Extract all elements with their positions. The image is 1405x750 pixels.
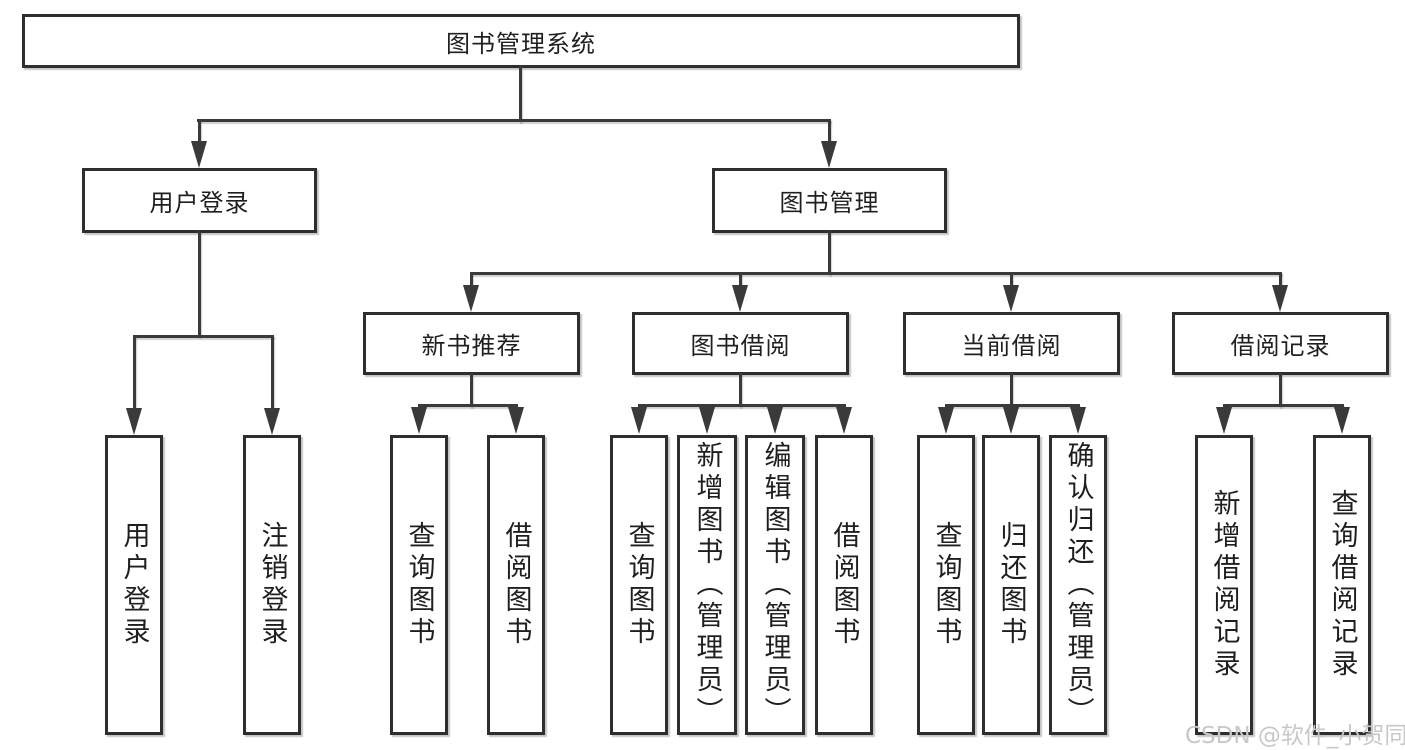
node-leaf-bb-query-book-label: 查询图书: [623, 521, 655, 649]
node-user-login: 用户登录: [82, 168, 317, 233]
arrowhead-borrow-icon: [732, 285, 748, 312]
arrowhead-cb-confirm-icon: [1070, 407, 1086, 434]
edge-level2-rail: [197, 119, 831, 122]
edge-login-stub: [197, 231, 201, 337]
arrowhead-br-query-icon: [1334, 407, 1350, 434]
node-leaf-nb-query-book-label: 查询图书: [403, 521, 435, 649]
arrowhead-current-icon: [1003, 285, 1019, 312]
edge-management-drop: [827, 119, 831, 143]
node-borrow-records: 借阅记录: [1172, 312, 1389, 375]
edge-level3-rail: [470, 272, 1282, 275]
edge-records-stub: [1279, 373, 1282, 407]
node-leaf-br-add-record-label: 新增借阅记录: [1208, 489, 1240, 681]
node-leaf-bb-borrow-book: 借阅图书: [815, 435, 873, 735]
edge-records-drop: [1279, 272, 1282, 287]
node-leaf-cb-query-book: 查询图书: [917, 435, 975, 735]
node-book-management-label: 图书管理: [779, 189, 880, 217]
edge-borrow-rail: [637, 404, 846, 407]
node-leaf-cb-confirm-return-label: 确认归还（管理员）: [1062, 441, 1094, 729]
arrowhead-cb-return-icon: [1003, 407, 1019, 434]
node-new-book-recommend-label: 新书推荐: [421, 332, 522, 360]
node-leaf-nb-query-book: 查询图书: [390, 435, 448, 735]
arrowhead-newbook-icon: [463, 285, 479, 312]
arrowhead-br-add-icon: [1216, 407, 1232, 434]
arrowhead-bb-borrow-icon: [836, 407, 852, 434]
node-leaf-bb-add-book-label: 新增图书（管理员）: [691, 441, 723, 729]
edge-current-stub: [1010, 373, 1013, 407]
arrowhead-cb-query-icon: [938, 407, 954, 434]
node-leaf-br-query-record: 查询借阅记录: [1313, 435, 1371, 735]
node-leaf-cb-query-book-label: 查询图书: [930, 521, 962, 649]
arrowhead-nb-query-icon: [411, 407, 427, 434]
edge-newbook-rail: [417, 404, 518, 407]
edge-login-drop: [197, 119, 201, 143]
edge-login-leaf2-drop: [270, 335, 274, 410]
node-leaf-bb-edit-book: 编辑图书（管理员）: [745, 435, 805, 735]
edge-newbook-stub: [470, 373, 473, 407]
arrowhead-bb-edit-icon: [767, 407, 783, 434]
node-borrow-records-label: 借阅记录: [1230, 332, 1331, 360]
arrowhead-bb-add-icon: [699, 407, 715, 434]
node-new-book-recommend: 新书推荐: [363, 312, 580, 375]
csdn-watermark: CSDN @软件_小贺同学: [1185, 723, 1405, 749]
edge-newbook-drop: [470, 272, 473, 287]
node-leaf-nb-borrow-book-label: 借阅图书: [500, 521, 532, 649]
arrowhead-records-icon: [1272, 285, 1288, 312]
node-leaf-br-query-record-label: 查询借阅记录: [1326, 489, 1358, 681]
node-leaf-br-add-record: 新增借阅记录: [1195, 435, 1253, 735]
arrowhead-nb-borrow-icon: [508, 407, 524, 434]
edge-current-rail: [944, 404, 1080, 407]
node-current-borrow-label: 当前借阅: [961, 332, 1062, 360]
node-book-borrow: 图书借阅: [632, 312, 849, 375]
node-leaf-bb-edit-book-label: 编辑图书（管理员）: [759, 441, 791, 729]
node-root: 图书管理系统: [22, 14, 1020, 68]
node-leaf-logout-label: 注销登录: [256, 521, 288, 649]
node-leaf-bb-add-book: 新增图书（管理员）: [677, 435, 737, 735]
node-leaf-user-login: 用户登录: [105, 435, 163, 735]
edge-management-stub: [827, 231, 831, 275]
node-current-borrow: 当前借阅: [903, 312, 1120, 375]
edge-borrow-drop: [739, 272, 742, 287]
edge-login-rail: [132, 335, 274, 338]
arrowhead-login-leaf1-icon: [126, 408, 142, 435]
node-book-borrow-label: 图书借阅: [690, 332, 791, 360]
edge-login-leaf1-drop: [132, 335, 136, 410]
node-leaf-cb-return-book-label: 归还图书: [995, 521, 1027, 649]
edge-borrow-stub: [739, 373, 742, 407]
arrowhead-login-leaf2-icon: [264, 408, 280, 435]
node-book-management: 图书管理: [712, 168, 947, 233]
node-leaf-logout: 注销登录: [243, 435, 301, 735]
node-root-label: 图书管理系统: [446, 29, 596, 58]
node-leaf-cb-confirm-return: 确认归还（管理员）: [1049, 435, 1107, 735]
node-leaf-cb-return-book: 归还图书: [982, 435, 1040, 735]
arrowhead-login-icon: [191, 141, 207, 168]
arrowhead-management-icon: [821, 141, 837, 168]
node-user-login-label: 用户登录: [149, 189, 250, 217]
node-leaf-bb-borrow-book-label: 借阅图书: [828, 521, 860, 649]
edge-root-stub: [519, 66, 522, 122]
edge-records-rail: [1222, 404, 1344, 407]
edge-current-drop: [1010, 272, 1013, 287]
node-leaf-bb-query-book: 查询图书: [610, 435, 668, 735]
node-leaf-nb-borrow-book: 借阅图书: [487, 435, 545, 735]
arrowhead-bb-query-icon: [631, 407, 647, 434]
node-leaf-user-login-label: 用户登录: [118, 521, 150, 649]
